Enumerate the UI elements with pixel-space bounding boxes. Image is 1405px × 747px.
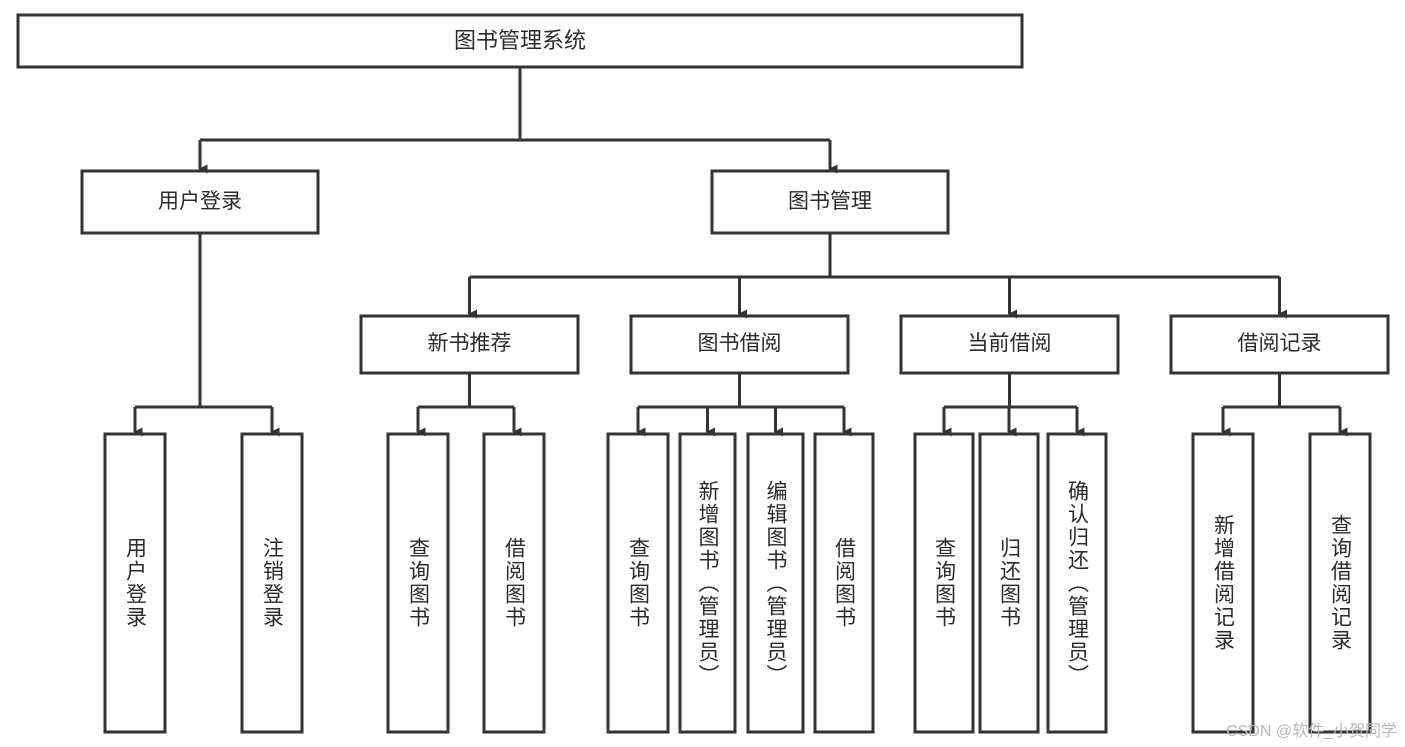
node-box-user-login — [80, 169, 320, 235]
node-box-new-book-recommend — [359, 314, 580, 375]
node-box-leaf-query-record — [1308, 432, 1372, 734]
node-box-leaf-query-book-1 — [386, 432, 450, 734]
node-rectangles — [16, 13, 1390, 734]
node-box-leaf-borrow-book-1 — [482, 432, 546, 734]
node-box-leaf-user-login — [103, 432, 167, 734]
node-box-leaf-return-book — [978, 432, 1040, 734]
node-box-leaf-borrow-book-2 — [813, 432, 875, 734]
node-box-leaf-query-book-3 — [913, 432, 975, 734]
node-box-book-borrow — [629, 314, 850, 375]
node-box-leaf-add-record — [1191, 432, 1255, 734]
node-box-leaf-add-book — [678, 432, 737, 734]
connector-lines — [133, 67, 1348, 437]
node-box-leaf-query-book-2 — [606, 432, 670, 734]
node-box-current-borrow — [899, 314, 1120, 375]
node-box-root — [16, 13, 1024, 69]
node-box-book-manage — [710, 169, 950, 235]
node-box-borrow-record — [1169, 314, 1390, 375]
node-box-leaf-edit-book — [746, 432, 805, 734]
watermark: CSDN @软件_小贺同学 — [1226, 723, 1397, 740]
node-box-leaf-logout — [240, 432, 304, 734]
node-box-leaf-confirm-return — [1046, 432, 1108, 734]
